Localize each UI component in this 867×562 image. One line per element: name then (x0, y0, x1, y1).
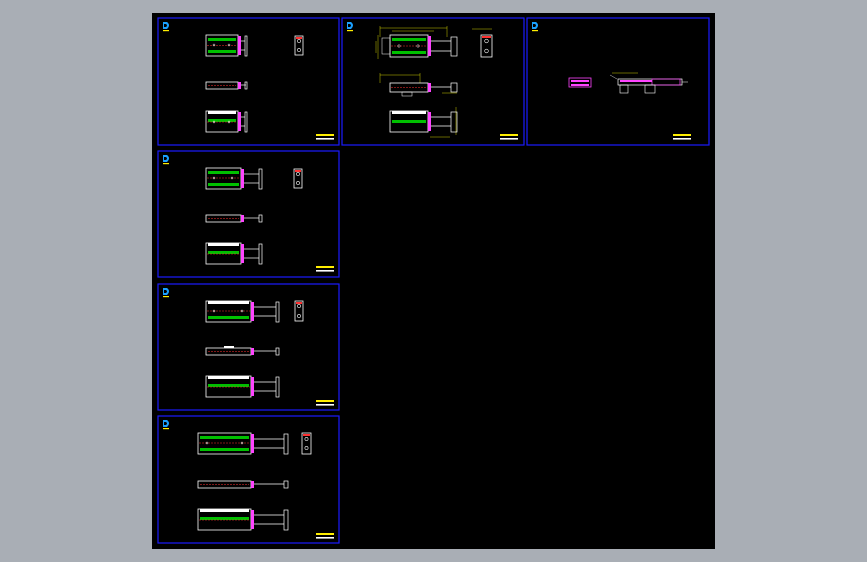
cylinder-side-view (480, 34, 493, 58)
cylinder-bottom-view (205, 375, 280, 398)
title-block (500, 134, 518, 140)
cylinder-front-view (205, 300, 280, 323)
cylinder-front-view (205, 34, 248, 57)
sheet-frame (157, 150, 340, 278)
cylinder-top-view (389, 82, 458, 97)
cylinder-bottom-view (205, 242, 263, 265)
title-block (673, 134, 691, 140)
cylinder-bottom-view (197, 508, 289, 531)
title-block (316, 400, 334, 406)
sheet-frame (341, 17, 525, 146)
sheet-2[interactable] (341, 17, 525, 146)
assembly-view (568, 72, 688, 94)
cylinder-top-view (205, 214, 263, 223)
cylinder-side-view (294, 35, 304, 56)
sheet-frame (157, 17, 340, 146)
logo-icon (163, 288, 169, 298)
sheet-6[interactable] (157, 415, 340, 544)
cylinder-top-view (205, 81, 248, 90)
drawing-canvas[interactable] (152, 13, 715, 549)
sheet-frame (526, 17, 710, 146)
drawing-svg (157, 17, 710, 544)
title-block (316, 266, 334, 272)
cylinder-side-view (293, 168, 303, 189)
cylinder-front-view (381, 34, 458, 58)
cylinder-top-view (205, 346, 280, 356)
cylinder-front-view (205, 167, 263, 190)
logo-icon (163, 155, 169, 165)
sheet-4[interactable] (157, 150, 340, 278)
cylinder-top-view (197, 480, 289, 489)
logo-icon (163, 420, 169, 430)
logo-icon (347, 22, 353, 32)
dimension-lines (375, 26, 492, 138)
title-block (316, 134, 334, 140)
cylinder-side-view (294, 300, 304, 322)
sheet-3[interactable] (526, 17, 710, 146)
title-block (316, 533, 334, 539)
sheet-frame (157, 283, 340, 411)
sheet-1[interactable] (157, 17, 340, 146)
logo-icon (163, 22, 169, 32)
cylinder-bottom-view (389, 110, 458, 133)
sheet-5[interactable] (157, 283, 340, 411)
cylinder-front-view (197, 432, 289, 455)
cylinder-side-view (301, 432, 312, 455)
sheet-frame (157, 415, 340, 544)
cylinder-bottom-view (205, 110, 248, 133)
logo-icon (532, 22, 538, 32)
